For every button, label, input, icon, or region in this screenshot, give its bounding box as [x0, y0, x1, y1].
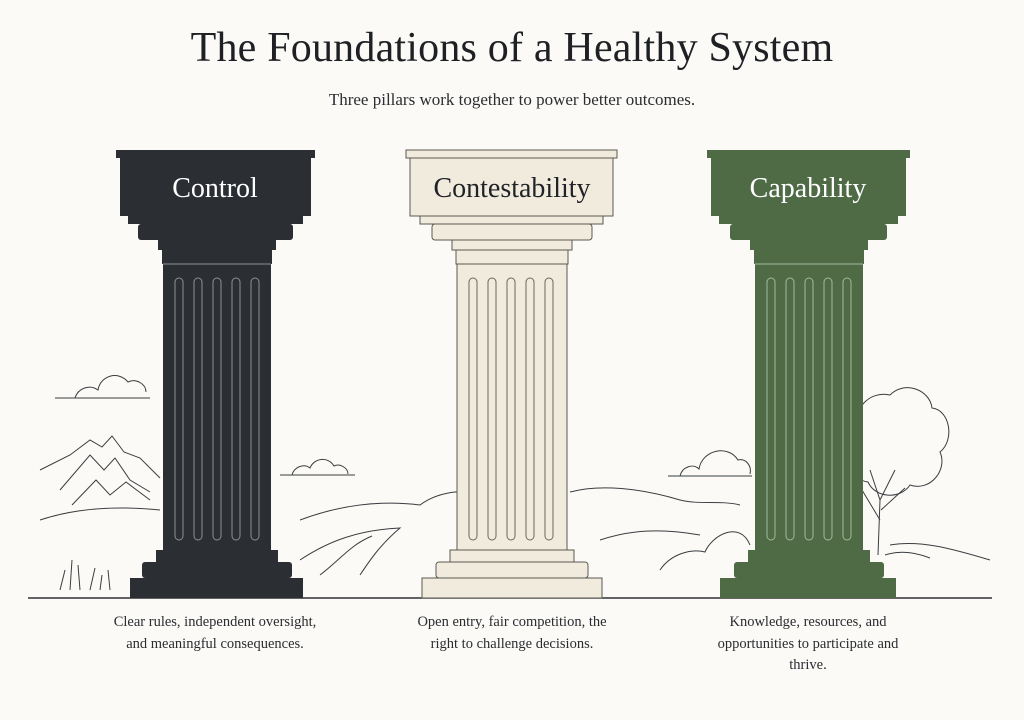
pillar-label-contestability: Contestability	[433, 173, 590, 204]
pillar-label-control: Control	[172, 173, 258, 204]
pillar-description-control: Clear rules, independent oversight, and …	[113, 614, 317, 652]
page-subtitle: Three pillars work together to power bet…	[328, 90, 696, 109]
pillar-description-contestability: Open entry, fair competition, the right …	[417, 614, 607, 652]
cloud-icon	[280, 459, 355, 476]
pillar-label-capability: Capability	[750, 173, 867, 204]
page-title: The Foundations of a Healthy System	[190, 25, 834, 71]
grass-icon	[659, 531, 751, 571]
grass-icon	[59, 559, 111, 591]
tree-icon	[850, 387, 950, 559]
pillar-control: Control	[116, 150, 315, 598]
cloud-icon	[55, 375, 150, 399]
pillar-capability: Capability	[707, 150, 910, 598]
mountain-icon	[39, 435, 161, 479]
landscape-background	[39, 375, 991, 591]
pillar-description-capability: Knowledge, resources, and opportunities …	[717, 614, 899, 673]
pillar-contestability: Contestability	[405, 149, 618, 599]
cloud-icon	[668, 450, 752, 477]
